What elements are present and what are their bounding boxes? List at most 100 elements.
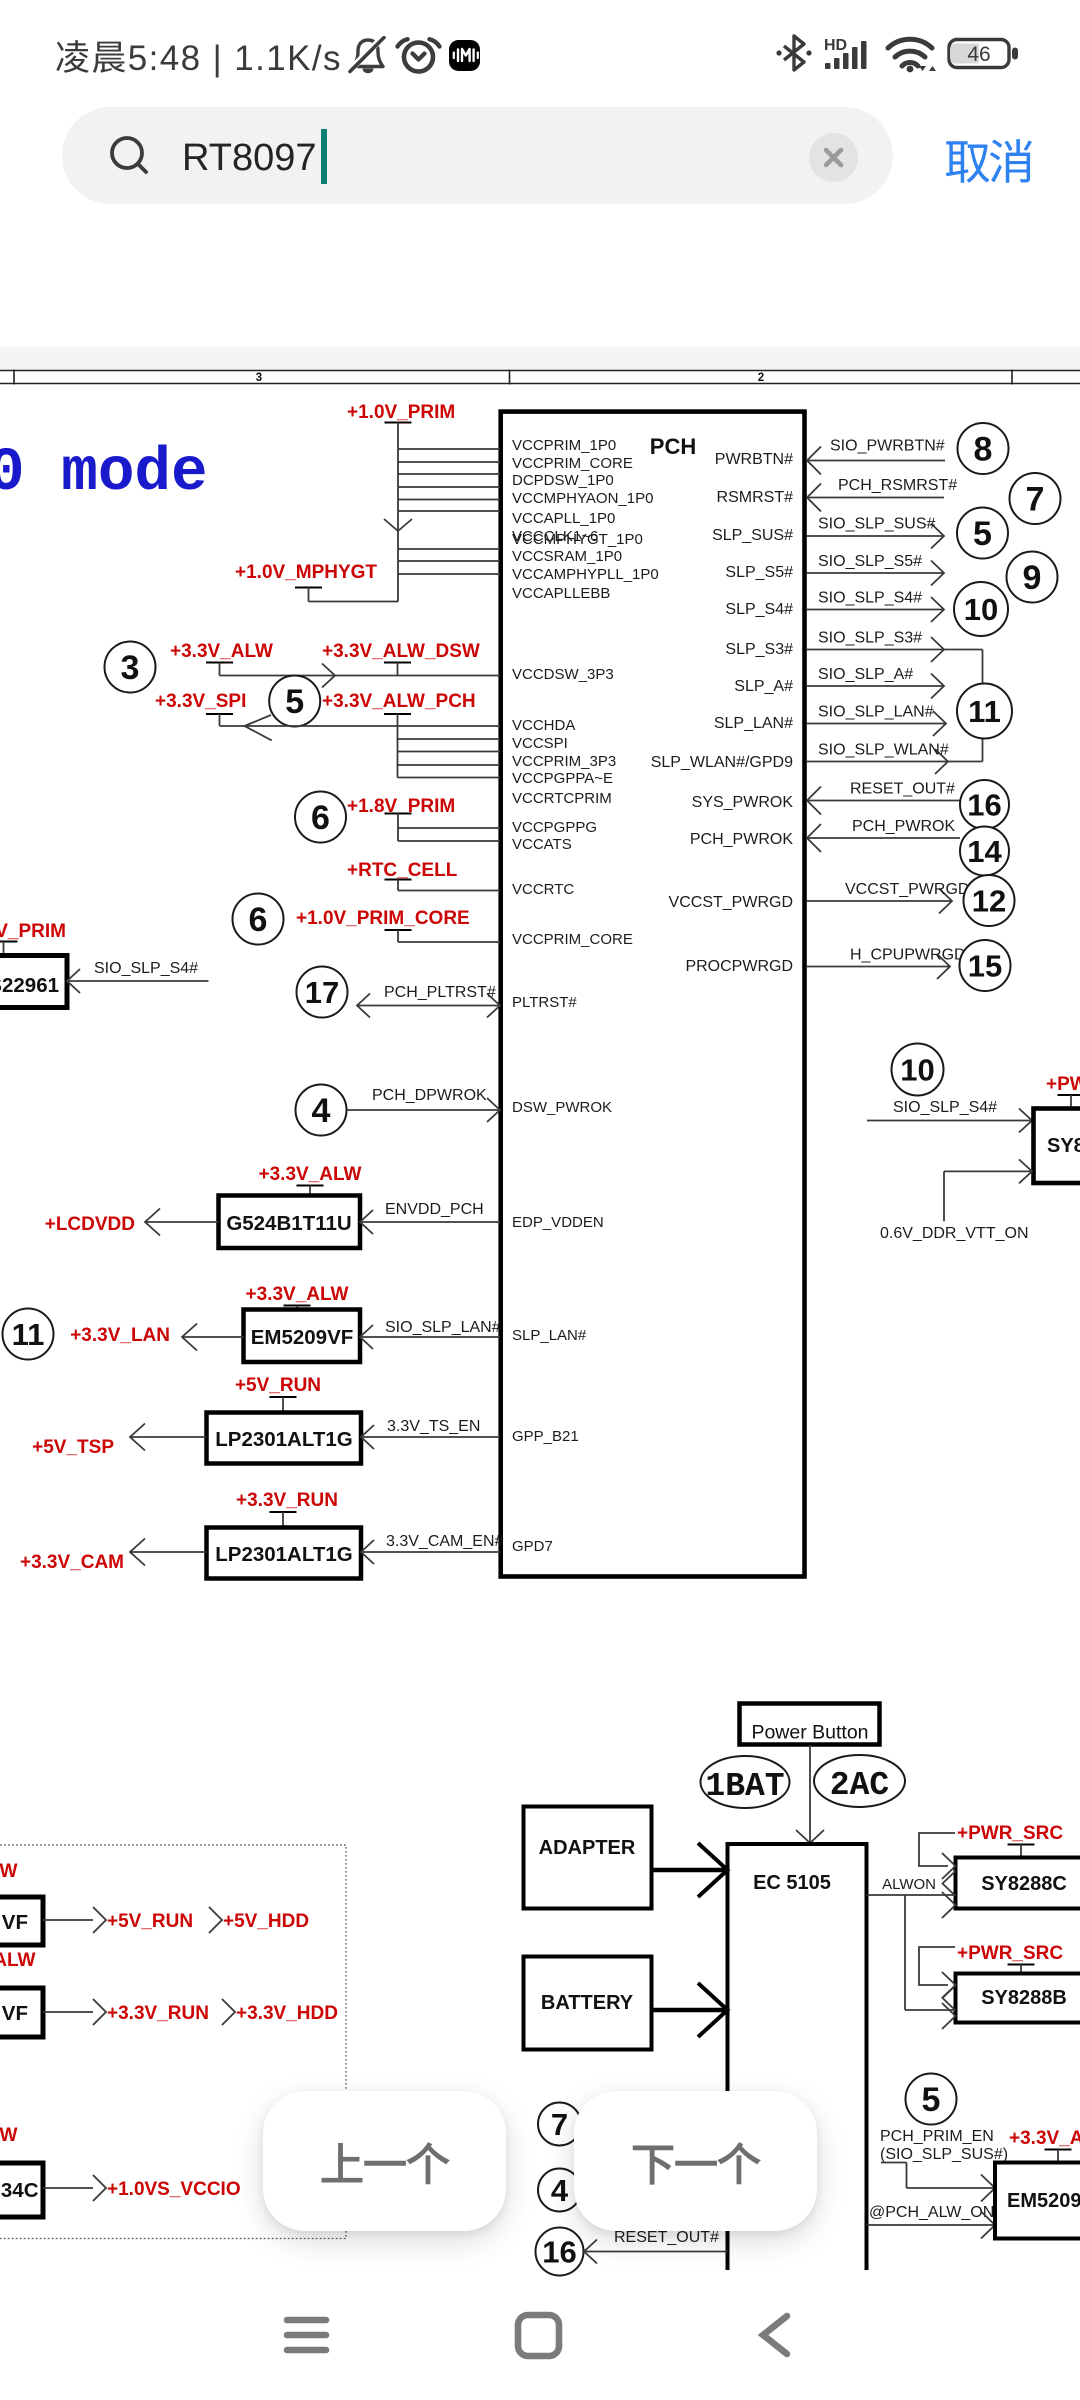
svg-text:+3.3V_ALW: +3.3V_ALW: [1009, 2128, 1080, 2149]
svg-text:SY8288B: SY8288B: [981, 1987, 1067, 2009]
svg-text:+1.0V_PRIM_CORE: +1.0V_PRIM_CORE: [296, 908, 470, 929]
svg-text:8: 8: [974, 431, 993, 469]
svg-text:+3.3V_SPI: +3.3V_SPI: [155, 691, 246, 712]
svg-text:VCCAPLL_1P0: VCCAPLL_1P0: [512, 510, 615, 527]
svg-text:PCH_PLTRST#: PCH_PLTRST#: [384, 984, 496, 1001]
svg-text:VCCPRIM_CORE: VCCPRIM_CORE: [512, 931, 633, 948]
svg-text:VCCSPI: VCCSPI: [512, 735, 568, 752]
svg-text:+3.3V_ALW_DSW: +3.3V_ALW_DSW: [322, 641, 480, 662]
svg-text:46: 46: [967, 43, 990, 66]
svg-text:ADAPTER: ADAPTER: [539, 1837, 636, 1859]
svg-text:VCCCLK1~6: VCCCLK1~6: [512, 528, 598, 545]
svg-text:+3.3V_CAM: +3.3V_CAM: [20, 1552, 124, 1573]
svg-text:+5V_HDD: +5V_HDD: [223, 1911, 309, 1932]
svg-text:VCCPGPPA~E: VCCPGPPA~E: [512, 770, 613, 787]
svg-text:SIO_SLP_S5#: SIO_SLP_S5#: [818, 553, 922, 570]
svg-text:VCCMPHYAON_1P0: VCCMPHYAON_1P0: [512, 490, 653, 507]
svg-text:+1.0V_PRIM: +1.0V_PRIM: [347, 402, 455, 423]
svg-text:RSMRST#: RSMRST#: [717, 489, 794, 506]
svg-text:+5V_TSP: +5V_TSP: [32, 1437, 114, 1458]
svg-text:0 mode: 0 mode: [0, 439, 208, 508]
svg-text:RTS22961: RTS22961: [0, 974, 59, 997]
svg-text:H_CPUPWRGD: H_CPUPWRGD: [850, 947, 966, 964]
svg-text:5: 5: [922, 2081, 941, 2119]
svg-text:SLP_S4#: SLP_S4#: [725, 601, 793, 618]
svg-text:0.6V_DDR_VTT_ON: 0.6V_DDR_VTT_ON: [880, 1225, 1029, 1242]
svg-text:VCCST_PWRGD: VCCST_PWRGD: [845, 881, 969, 898]
svg-text:9: 9: [1023, 559, 1042, 597]
svg-text:VCCPRIM_3P3: VCCPRIM_3P3: [512, 753, 616, 770]
svg-text:GPD7: GPD7: [512, 1538, 553, 1555]
svg-text:SIO_SLP_S4#: SIO_SLP_S4#: [893, 1099, 997, 1116]
svg-text:VCCRTCPRIM: VCCRTCPRIM: [512, 790, 612, 807]
svg-text:EC 5105: EC 5105: [753, 1872, 831, 1894]
svg-text:SIO_PWRBTN#: SIO_PWRBTN#: [830, 438, 945, 455]
svg-text:+PWR_SRC: +PWR_SRC: [1046, 1074, 1080, 1095]
svg-text:+1.0V_PRIM: +1.0V_PRIM: [0, 921, 66, 942]
svg-text:@PCH_ALW_ON: @PCH_ALW_ON: [869, 2204, 994, 2221]
svg-text:6: 6: [249, 901, 268, 939]
svg-text:SIO_SLP_SUS#: SIO_SLP_SUS#: [818, 516, 936, 533]
svg-text:5: 5: [285, 683, 304, 721]
svg-text:VCCST_PWRGD: VCCST_PWRGD: [669, 894, 793, 911]
svg-text:7: 7: [551, 2107, 568, 2142]
svg-text:ENVDD_PCH: ENVDD_PCH: [385, 1201, 484, 1218]
svg-text:+3.3V_RUN: +3.3V_RUN: [107, 2003, 209, 2024]
svg-text:3.3V_TS_EN: 3.3V_TS_EN: [387, 1418, 480, 1435]
svg-text:+1.8V_PRIM: +1.8V_PRIM: [347, 796, 455, 817]
svg-text:PCH: PCH: [650, 434, 696, 459]
svg-text:+1.0VS_VCCIO: +1.0VS_VCCIO: [107, 2179, 241, 2200]
svg-text:PWRBTN#: PWRBTN#: [715, 451, 793, 468]
svg-text:SIO_SLP_LAN#: SIO_SLP_LAN#: [818, 704, 934, 721]
svg-text:17: 17: [305, 975, 339, 1010]
svg-text:SIO_SLP_S4#: SIO_SLP_S4#: [94, 960, 198, 977]
svg-text:VCCAPLLEBB: VCCAPLLEBB: [512, 585, 610, 602]
svg-text:RESET_OUT#: RESET_OUT#: [614, 2229, 719, 2246]
svg-text:DSW_PWROK: DSW_PWROK: [512, 1099, 612, 1116]
svg-text:PROCPWRGD: PROCPWRGD: [685, 958, 793, 975]
svg-text:VCCAMPHYPLL_1P0: VCCAMPHYPLL_1P0: [512, 566, 659, 583]
svg-text:SY8288C: SY8288C: [981, 1873, 1067, 1895]
svg-text:SIO_SLP_S4#: SIO_SLP_S4#: [818, 590, 922, 607]
svg-text:3: 3: [256, 372, 262, 384]
svg-text:VCCHDA: VCCHDA: [512, 717, 575, 734]
svg-text:SIO_SLP_S3#: SIO_SLP_S3#: [818, 630, 922, 647]
svg-text:+1.0V_MPHYGT: +1.0V_MPHYGT: [235, 562, 377, 583]
svg-text:11: 11: [12, 1317, 45, 1352]
svg-text:SLP_S5#: SLP_S5#: [725, 564, 793, 581]
svg-text:+1.0V_ALW: +1.0V_ALW: [0, 2125, 18, 2146]
svg-text:1BAT: 1BAT: [705, 1768, 784, 1805]
svg-text:SLP_S3#: SLP_S3#: [725, 641, 793, 658]
svg-text:16: 16: [542, 2235, 576, 2270]
svg-text:+3.3V_ALW_PCH: +3.3V_ALW_PCH: [322, 691, 476, 712]
svg-text:SIO_SLP_LAN#: SIO_SLP_LAN#: [385, 1319, 501, 1336]
svg-text:+3.3V_HDD: +3.3V_HDD: [236, 2003, 338, 2024]
svg-text:16: 16: [967, 788, 1001, 823]
svg-text:5: 5: [973, 515, 992, 553]
svg-text:SIO_SLP_A#: SIO_SLP_A#: [818, 666, 913, 683]
svg-text:EDP_VDDEN: EDP_VDDEN: [512, 1214, 604, 1231]
svg-text:PCH_DPWROK: PCH_DPWROK: [372, 1087, 487, 1104]
svg-text:VF: VF: [2, 1911, 28, 1934]
svg-text:+5V_RUN: +5V_RUN: [235, 1375, 321, 1396]
svg-text:4: 4: [551, 2173, 569, 2208]
svg-text:DCPDSW_1P0: DCPDSW_1P0: [512, 472, 614, 489]
svg-text:3.3V_CAM_EN#: 3.3V_CAM_EN#: [386, 1533, 503, 1550]
svg-text:SY8288A: SY8288A: [1047, 1135, 1080, 1157]
svg-text:7: 7: [1026, 481, 1045, 519]
svg-text:14: 14: [967, 834, 1002, 869]
svg-text:RESET_OUT#: RESET_OUT#: [850, 781, 955, 798]
svg-text:+3.3V_ALW: +3.3V_ALW: [0, 1950, 36, 1971]
svg-text:Power Button: Power Button: [751, 1722, 868, 1744]
svg-text:+3.3V_ALW: +3.3V_ALW: [0, 1861, 18, 1882]
svg-text:SLP_LAN#: SLP_LAN#: [512, 1327, 587, 1344]
svg-text:+RTC_CELL: +RTC_CELL: [347, 860, 458, 881]
svg-text:ALWON: ALWON: [882, 1876, 936, 1893]
svg-text:+3.3V_ALW: +3.3V_ALW: [246, 1284, 349, 1305]
svg-text:PLTRST#: PLTRST#: [512, 994, 577, 1011]
svg-text:+LCDVDD: +LCDVDD: [45, 1214, 135, 1235]
svg-text:VF: VF: [2, 2002, 28, 2025]
svg-text:3: 3: [121, 649, 140, 687]
svg-text:PCH_RSMRST#: PCH_RSMRST#: [838, 477, 957, 494]
svg-text:HD: HD: [824, 37, 847, 54]
